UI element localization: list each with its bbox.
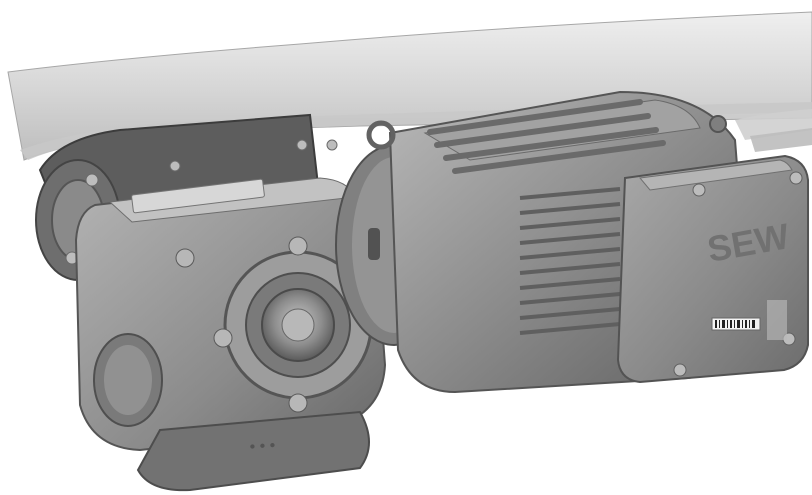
adapter-slot <box>368 228 380 260</box>
nameplate <box>131 178 265 214</box>
barcode-icon <box>715 320 755 328</box>
conveyor-lower-highlight <box>750 128 812 152</box>
motor-top-fins <box>427 99 666 174</box>
motor-bolt <box>709 115 727 133</box>
casting-mark: • • • <box>249 437 276 456</box>
motor-side-fins <box>519 187 621 335</box>
terminal-box-top <box>639 159 793 191</box>
end-bolts <box>65 139 338 265</box>
end-cap-face <box>104 345 152 415</box>
gearbox-foot <box>136 410 370 492</box>
info-sticker <box>767 300 787 340</box>
shaft-center <box>281 308 315 342</box>
lifting-eye <box>366 120 396 150</box>
